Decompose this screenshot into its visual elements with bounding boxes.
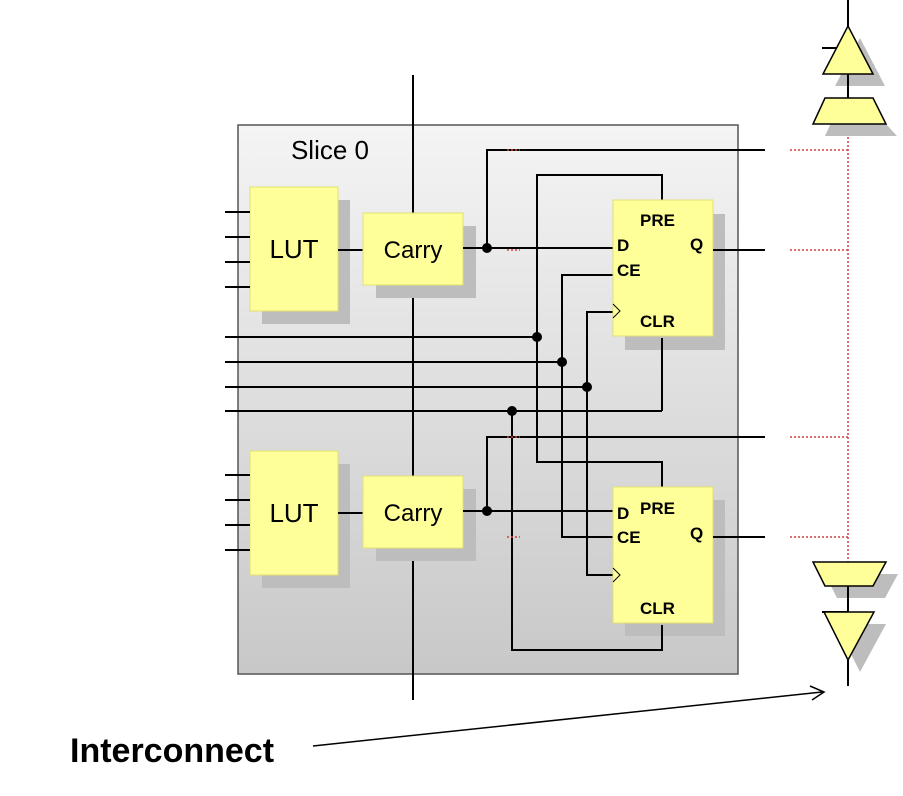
ff-top-clock-icon — [612, 303, 621, 319]
ff-top-clr: CLR — [640, 312, 675, 331]
carry-top: Carry — [362, 212, 464, 286]
lut-top: LUT — [249, 186, 339, 312]
lut-inputs — [225, 211, 250, 551]
ff-bottom-clr: CLR — [640, 599, 675, 618]
mux-top-icon — [811, 97, 888, 125]
buffer-down-icon — [822, 611, 876, 662]
interconnect-buffers — [811, 0, 898, 686]
pre-wire-top — [536, 174, 663, 337]
clr-wire-bottom — [511, 411, 663, 651]
control-lines — [225, 336, 662, 412]
ff-bottom-pre: PRE — [640, 499, 675, 518]
flipflop-bottom: PRE D Q CE CLR — [612, 486, 714, 624]
carry-bottom-label: Carry — [384, 500, 443, 527]
clk-wire-top — [586, 311, 613, 387]
pre-wire-bottom — [536, 337, 663, 487]
mux-bottom-icon — [811, 561, 888, 587]
carry-bottom: Carry — [362, 475, 464, 549]
ff-top-d: D — [617, 236, 629, 255]
ff-top-pre: PRE — [640, 211, 675, 230]
ff-top-ce: CE — [617, 261, 641, 280]
ff-bottom-ce: CE — [617, 528, 641, 547]
lut-top-label: LUT — [269, 234, 318, 264]
interconnect-dotted — [790, 125, 849, 562]
ff-bottom-clock-icon — [612, 567, 621, 583]
flipflop-top: PRE D Q CE CLR — [612, 199, 714, 337]
lut-bottom: LUT — [249, 450, 339, 576]
slice-label: Slice 0 — [291, 135, 369, 165]
ce-wire-top — [561, 274, 613, 362]
interconnect-callout: Interconnect — [70, 685, 826, 770]
ff-top-q: Q — [690, 235, 703, 254]
ff-bottom-d: D — [617, 504, 629, 523]
interconnect-label: Interconnect — [70, 732, 274, 770]
lut-bottom-label: LUT — [269, 498, 318, 528]
ff-bottom-q: Q — [690, 524, 703, 543]
junction-dots — [482, 243, 592, 516]
carry-top-label: Carry — [384, 237, 443, 264]
clk-wire-bottom — [586, 387, 613, 576]
ce-wire-bottom — [561, 362, 613, 538]
arrow-head-icon — [809, 685, 826, 701]
